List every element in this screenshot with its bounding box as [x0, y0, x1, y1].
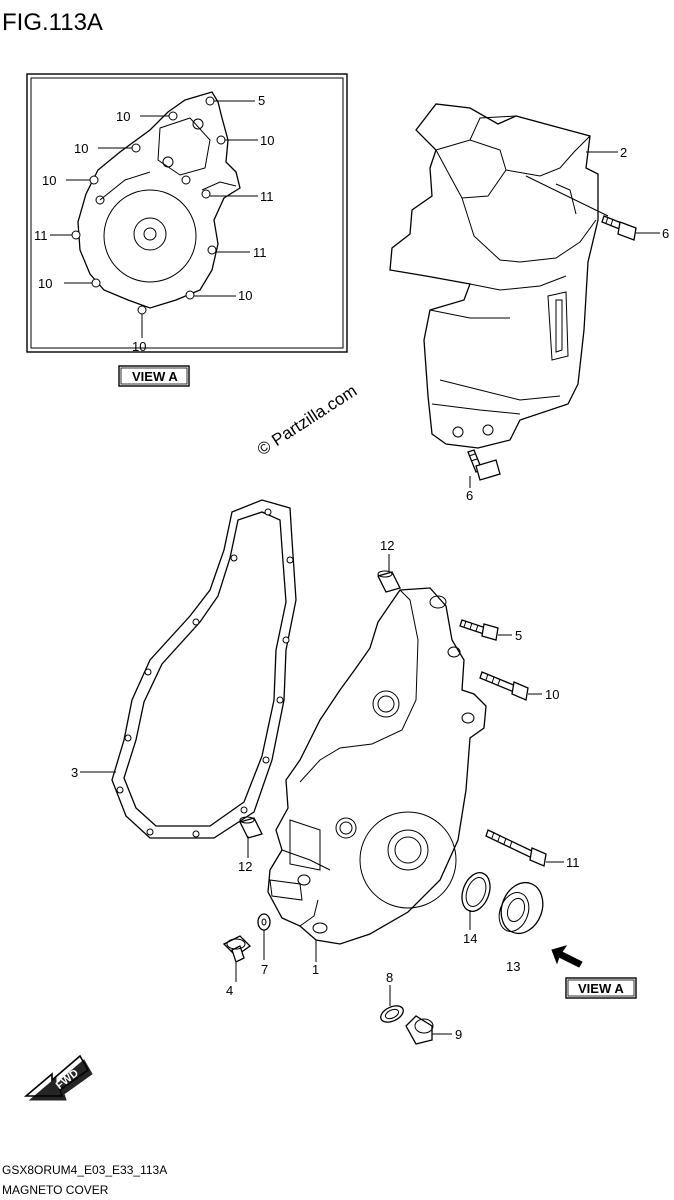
bolt-5 [459, 619, 499, 641]
callout-7: 7 [261, 962, 268, 977]
inset-outer-frame [26, 73, 348, 353]
callout-9: 9 [455, 1027, 462, 1042]
view-a-arrow [551, 945, 583, 968]
inset-callout-10f: 10 [238, 288, 252, 303]
o-ring-14 [461, 872, 491, 912]
callout-5: 5 [515, 628, 522, 643]
footer-caption: MAGNETO COVER [2, 1183, 109, 1197]
inset-callout-10e: 10 [38, 276, 52, 291]
callout-4: 4 [226, 983, 233, 998]
inset-callout-11c: 11 [253, 245, 267, 260]
dowel-12-upper [377, 570, 401, 593]
magneto-cover-part [267, 587, 487, 945]
view-a-text-inset: VIEW A [132, 369, 178, 384]
callout-1: 1 [312, 962, 319, 977]
callout-6-upper: 6 [662, 226, 669, 241]
dowel-12-lower [239, 816, 263, 839]
bolt-10 [479, 671, 529, 701]
callout-11: 11 [566, 855, 580, 870]
bolt-6-lower [467, 449, 501, 481]
bolt-6-upper [601, 215, 637, 241]
plug-13 [498, 881, 544, 935]
washer-8 [380, 1005, 404, 1023]
view-a-text-main: VIEW A [578, 981, 624, 996]
callout-14: 14 [463, 931, 477, 946]
inset-leaders [50, 100, 258, 338]
callout-13: 13 [506, 959, 520, 974]
bolt-11 [485, 829, 547, 867]
cover-guard-part [389, 103, 599, 449]
watermark: © Partzilla.com [254, 381, 360, 459]
inset-magneto-cover [71, 91, 241, 315]
callout-12-lower: 12 [238, 859, 252, 874]
callout-3: 3 [71, 765, 78, 780]
view-a-inset: 5 10 10 10 10 11 11 11 10 10 10 [26, 73, 348, 354]
gasket-part [111, 499, 297, 839]
callout-6-lower: 6 [466, 488, 473, 503]
inset-callout-10g: 10 [132, 339, 146, 354]
callout-10: 10 [545, 687, 559, 702]
footer-code: GSX8ORUM4_E03_E33_113A [2, 1163, 167, 1177]
inset-callout-10b: 10 [260, 133, 274, 148]
bolt-4 [222, 935, 252, 963]
figure-title: FIG.113A [2, 9, 103, 36]
inset-callout-10d: 10 [42, 173, 56, 188]
callout-12-upper: 12 [380, 538, 394, 553]
view-a-label-inset: VIEW A [118, 365, 190, 387]
washer-7 [257, 913, 271, 931]
plug-9 [405, 1015, 434, 1045]
callout-8: 8 [386, 970, 393, 985]
view-a-label-main: VIEW A [565, 977, 637, 999]
inset-inner-frame [30, 77, 344, 349]
inset-callout-11b: 11 [34, 228, 48, 243]
inset-callout-11a: 11 [260, 189, 274, 204]
inset-callout-10a: 10 [116, 109, 130, 124]
inset-callout-5: 5 [258, 93, 265, 108]
callout-2: 2 [620, 145, 627, 160]
leader-lines [80, 151, 660, 1035]
fwd-arrow: FWD [23, 1054, 93, 1101]
inset-callout-10c: 10 [74, 141, 88, 156]
